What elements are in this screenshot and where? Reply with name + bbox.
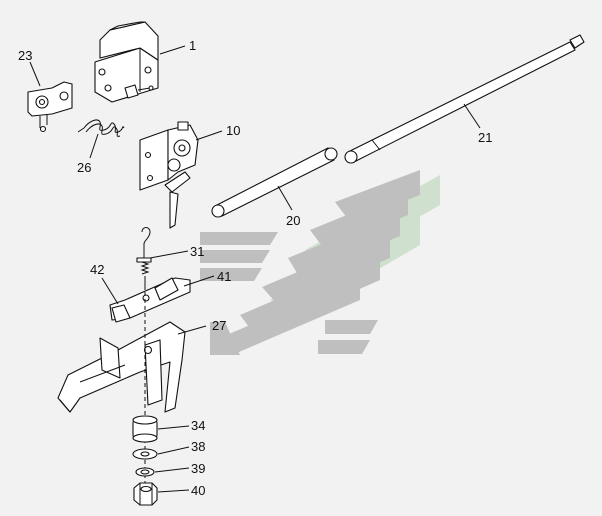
- part-38-washer: [132, 448, 158, 460]
- callout-31: 31: [190, 244, 204, 259]
- callout-42: 42: [90, 262, 104, 277]
- part-10-latch: [139, 121, 199, 229]
- callout-34: 34: [191, 418, 205, 433]
- part-21-rod: [344, 34, 585, 164]
- callout-23: 23: [18, 48, 32, 63]
- callout-labels: 1 23 26 10 20 21 31 42 41 27 34 38 39 40: [18, 38, 492, 498]
- part-39-lockwasher: [135, 467, 155, 477]
- part-42-lever: [109, 277, 191, 323]
- watermark-logo: [200, 170, 440, 355]
- callout-38: 38: [191, 439, 205, 454]
- part-1-switch: [94, 21, 159, 103]
- leader-lines: [29, 45, 481, 493]
- part-31-hook: [136, 227, 152, 290]
- part-23-bracket: [27, 81, 73, 133]
- callout-41: 41: [217, 269, 231, 284]
- callout-1: 1: [189, 38, 196, 53]
- callout-40: 40: [191, 483, 205, 498]
- callout-26: 26: [77, 160, 91, 175]
- part-27-arm: [57, 321, 186, 413]
- part-20-rod: [211, 147, 338, 218]
- callout-21: 21: [478, 130, 492, 145]
- callout-20: 20: [286, 213, 300, 228]
- part-40-nut: [133, 482, 158, 506]
- part-26-spring: [77, 119, 125, 137]
- callout-39: 39: [191, 461, 205, 476]
- callout-27: 27: [212, 318, 226, 333]
- part-34-bushing: [132, 415, 158, 443]
- callout-10: 10: [226, 123, 240, 138]
